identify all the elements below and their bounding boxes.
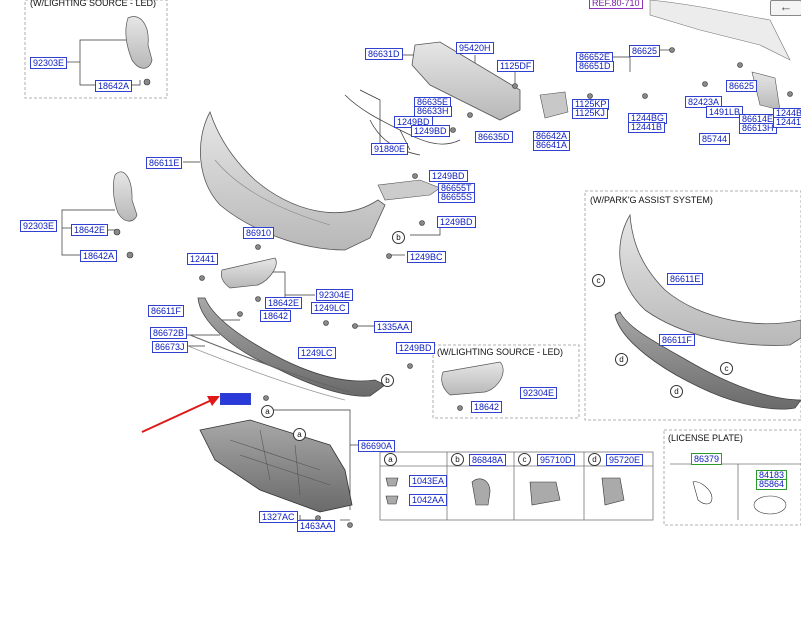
part-label-12441[interactable]: 12441 — [773, 117, 801, 128]
caption-lighting-source-led-mid: (W/LIGHTING SOURCE - LED) — [437, 347, 564, 357]
part-label-86651D[interactable]: 86651D — [576, 61, 614, 72]
part-label-86631D[interactable]: 86631D — [365, 48, 403, 60]
part-label-12441-b[interactable]: 12441 — [187, 253, 219, 265]
part-label-1463AA[interactable]: 1463AA — [297, 520, 336, 532]
callout-a-2: a — [293, 428, 306, 441]
part-label-92303E-b[interactable]: 92303E — [20, 220, 58, 232]
caption-license-plate: (LICENSE PLATE) — [668, 433, 743, 443]
part-label-86613H[interactable]: 86613H — [739, 123, 777, 134]
callout-d-2: d — [670, 385, 683, 398]
part-label-1249BD-2[interactable]: 1249BD — [411, 125, 450, 137]
reference-link[interactable]: REF.80-710 — [589, 0, 643, 9]
part-label-91880E[interactable]: 91880E — [371, 143, 409, 155]
callout-b-2: b — [381, 374, 394, 387]
part-label-1491LB[interactable]: 1491LB — [706, 106, 744, 118]
part-label-18642E[interactable]: 18642E — [71, 224, 109, 236]
part-label-18642A[interactable]: 18642A — [95, 80, 133, 92]
part-label-18642A-b[interactable]: 18642A — [80, 250, 118, 262]
part-label-86611E-b[interactable]: 86611E — [667, 273, 704, 285]
part-label-1249BC[interactable]: 1249BC — [407, 251, 446, 263]
arrow-left-icon[interactable]: ← — [770, 0, 801, 16]
callout-c-2: c — [720, 362, 733, 375]
part-label-86690A[interactable]: 86690A — [358, 440, 396, 452]
part-label-92303E[interactable]: 92303E — [30, 57, 68, 69]
part-label-86611F[interactable]: 86611F — [148, 305, 184, 317]
part-label-1125KJ[interactable]: 1125KJ — [572, 108, 608, 119]
part-label-86672B[interactable]: 86672B — [150, 327, 188, 339]
part-label-1335AA[interactable]: 1335AA — [374, 321, 413, 333]
part-label-86667-selected[interactable]: 86667 — [220, 393, 252, 405]
part-label-86910[interactable]: 86910 — [243, 227, 275, 239]
part-label-1249BD-3[interactable]: 1249BD — [429, 170, 468, 182]
part-label-86635D[interactable]: 86635D — [475, 131, 513, 143]
part-label-12441B[interactable]: 12441B — [628, 122, 666, 133]
part-label-1249BD-4[interactable]: 1249BD — [437, 216, 476, 228]
part-label-1249LC[interactable]: 1249LC — [311, 302, 349, 314]
part-label-1043EA[interactable]: 1043EA — [409, 475, 448, 487]
part-label-1249BD-5[interactable]: 1249BD — [396, 342, 435, 354]
caption-park-assist-system: (W/PARK'G ASSIST SYSTEM) — [590, 195, 713, 205]
part-label-82423A[interactable]: 82423A — [685, 96, 723, 108]
callout-a: a — [261, 405, 274, 418]
part-label-18642-c[interactable]: 18642 — [471, 401, 503, 413]
key-label-95720E[interactable]: 95720E — [606, 454, 644, 466]
part-label-1125DF[interactable]: 1125DF — [497, 60, 535, 72]
caption-lighting-source-led: (W/LIGHTING SOURCE - LED) — [30, 0, 157, 8]
callout-c: c — [592, 274, 605, 287]
key-label-86848A[interactable]: 86848A — [469, 454, 507, 466]
key-label-95710D[interactable]: 95710D — [537, 454, 575, 466]
callout-b: b — [392, 231, 405, 244]
part-label-86641A[interactable]: 86641A — [533, 140, 571, 151]
part-label-86633H[interactable]: 86633H — [414, 106, 452, 117]
part-label-1249LC-b[interactable]: 1249LC — [298, 347, 336, 359]
part-label-95420H[interactable]: 95420H — [456, 42, 494, 54]
part-label-86379[interactable]: 86379 — [691, 453, 723, 465]
callout-d: d — [615, 353, 628, 366]
part-label-86611F-b[interactable]: 86611F — [659, 334, 695, 346]
part-label-86625-b[interactable]: 86625 — [726, 80, 758, 92]
part-label-92304E[interactable]: 92304E — [316, 289, 354, 301]
part-label-85744[interactable]: 85744 — [699, 133, 731, 145]
part-label-18642E-b[interactable]: 18642E — [265, 297, 303, 309]
part-label-1327AC[interactable]: 1327AC — [259, 511, 298, 523]
part-label-85864[interactable]: 85864 — [756, 479, 788, 490]
part-label-1042AA[interactable]: 1042AA — [409, 494, 448, 506]
part-label-18642[interactable]: 18642 — [260, 310, 292, 322]
part-label-92304E-b[interactable]: 92304E — [520, 387, 558, 399]
key-callout-d: d — [588, 453, 601, 466]
key-callout-c: c — [518, 453, 531, 466]
key-callout-b: b — [451, 453, 464, 466]
part-label-86611E[interactable]: 86611E — [146, 157, 183, 169]
key-callout-a: a — [384, 453, 397, 466]
part-label-86655S[interactable]: 86655S — [438, 192, 476, 203]
part-label-86673J[interactable]: 86673J — [152, 341, 188, 353]
part-label-86625[interactable]: 86625 — [629, 45, 661, 57]
